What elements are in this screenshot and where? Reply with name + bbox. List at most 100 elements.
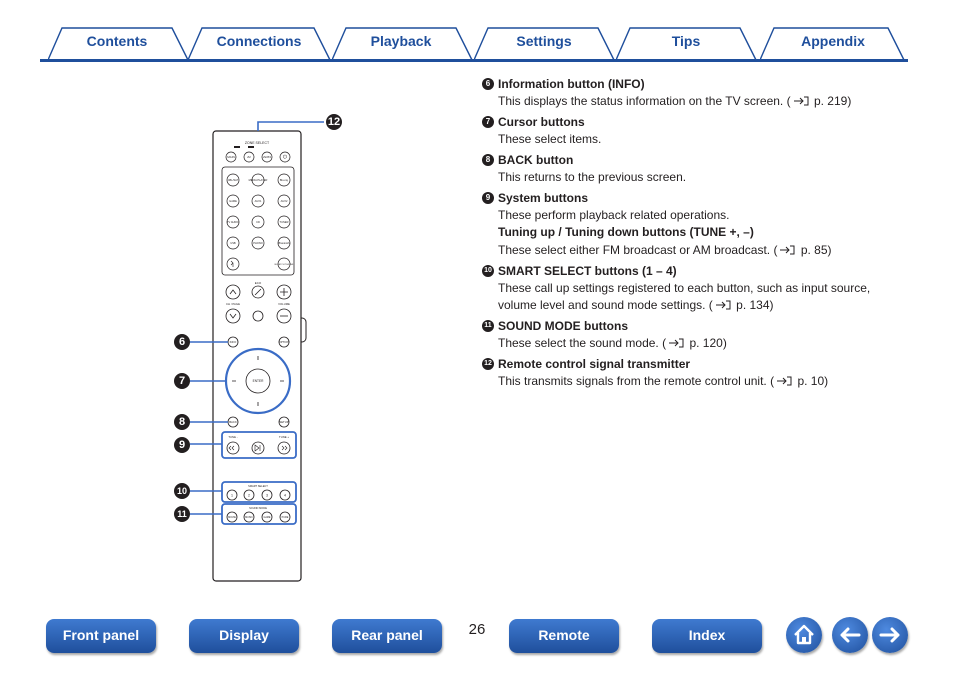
- page-ref[interactable]: p. 10): [797, 374, 829, 388]
- tab-settings[interactable]: Settings: [474, 26, 615, 61]
- remote-button[interactable]: Remote: [509, 619, 619, 653]
- tab-label: Appendix: [801, 33, 865, 49]
- page-number: 26: [468, 621, 486, 638]
- svg-text:PURE: PURE: [282, 516, 289, 519]
- svg-text:TUNER: TUNER: [280, 220, 289, 224]
- smart-select-group: [221, 481, 297, 503]
- display-button[interactable]: Display: [189, 619, 299, 653]
- home-icon: [794, 624, 814, 645]
- tune-down-button: [226, 441, 240, 455]
- item-text: This returns to the previous screen.: [498, 170, 687, 184]
- svg-text:MUSIC: MUSIC: [245, 516, 253, 519]
- svg-text:SMART SELECT: SMART SELECT: [248, 484, 268, 488]
- callout-8: 8: [174, 414, 190, 430]
- main-zone-button: [225, 151, 237, 163]
- source-buttons: CBL/SAT MEDIA PLAYER Blu-ray GAME AUX1 A…: [226, 173, 294, 271]
- svg-text:TV AUDIO: TV AUDIO: [227, 220, 239, 224]
- tab-contents[interactable]: Contents: [48, 26, 189, 61]
- item-number: 7: [482, 116, 494, 128]
- svg-text:1: 1: [231, 493, 233, 497]
- back-page-button[interactable]: [832, 617, 868, 653]
- callout-6: 6: [174, 334, 190, 350]
- svg-text:GAME: GAME: [263, 516, 270, 519]
- tab-appendix[interactable]: Appendix: [760, 26, 906, 61]
- ch-page-label: CH / PAGE: [226, 302, 240, 306]
- tab-connections[interactable]: Connections: [188, 26, 331, 61]
- arrow-left-icon: [840, 627, 861, 643]
- arrow-right-icon: [879, 627, 900, 643]
- item-title: Remote control signal transmitter: [498, 357, 691, 371]
- forward-page-button[interactable]: [872, 617, 908, 653]
- ch-up-button: [225, 284, 241, 300]
- svg-text:TUNE -: TUNE -: [228, 435, 237, 439]
- setup-button: [278, 416, 290, 428]
- tab-label: Contents: [86, 33, 148, 49]
- play-pause-button: [251, 441, 265, 455]
- item-title: SOUND MODE buttons: [498, 319, 628, 333]
- item-text: These perform playback related operation…: [498, 208, 730, 222]
- volume-label: VOLUME: [278, 302, 290, 306]
- item-text: These call up settings registered to eac…: [498, 281, 871, 312]
- page-reference-icon: [669, 338, 684, 348]
- rear-panel-button[interactable]: Rear panel: [332, 619, 442, 653]
- page-reference-icon: [777, 376, 792, 386]
- callout-7: 7: [174, 373, 190, 389]
- zone2-label: Z2: [247, 155, 251, 159]
- remote-drawing: ZONE SELECT MAIN Z2 Z2/Z3 ⏻ CBL/SAT MEDI…: [190, 121, 324, 582]
- svg-text:CBL/SAT: CBL/SAT: [228, 178, 239, 182]
- svg-text:MEDIA PLAYER: MEDIA PLAYER: [249, 178, 268, 182]
- svg-text:MOVIE: MOVIE: [228, 516, 236, 519]
- index-button[interactable]: Index: [652, 619, 762, 653]
- svg-text:PHONO: PHONO: [253, 241, 263, 245]
- tab-shape: [474, 27, 615, 61]
- zone3-button: [261, 151, 273, 163]
- svg-text:Bluetooth: Bluetooth: [279, 241, 291, 245]
- enter-button: [245, 368, 271, 394]
- top-tab-bar: Contents Connections Playback Settings T…: [40, 26, 908, 62]
- page-ref[interactable]: p. 219): [813, 94, 852, 108]
- list-item: 9 System buttons These perform playback r…: [482, 190, 902, 259]
- home-button[interactable]: [786, 617, 822, 653]
- eco-label: ECO: [255, 281, 262, 285]
- tab-shape: [760, 27, 905, 61]
- tab-shape: [332, 27, 473, 61]
- svg-text:AUX1: AUX1: [255, 199, 262, 203]
- svg-text:TUNE +: TUNE +: [279, 435, 289, 439]
- svg-text:4: 4: [284, 493, 286, 497]
- zone3-label: Z2/Z3: [263, 155, 271, 159]
- page-ref[interactable]: p. 85): [800, 243, 832, 257]
- tab-playback[interactable]: Playback: [332, 26, 473, 61]
- callout-12: 12: [326, 114, 342, 130]
- svg-text:BACK: BACK: [229, 420, 237, 424]
- item-number: 11: [482, 320, 494, 332]
- item-title: System buttons: [498, 191, 589, 205]
- page-reference-icon: [780, 245, 795, 255]
- zone-select-label: ZONE SELECT: [245, 141, 270, 145]
- svg-text:2: 2: [248, 493, 250, 497]
- main-label: MAIN: [227, 155, 235, 159]
- tab-tips[interactable]: Tips: [616, 26, 757, 61]
- tab-label: Settings: [516, 33, 572, 49]
- callout-9: 9: [174, 437, 190, 453]
- page-reference-icon: [715, 300, 731, 310]
- svg-text:GAME: GAME: [229, 199, 237, 203]
- item-subtitle: Tuning up / Tuning down buttons (TUNE +,…: [498, 225, 754, 239]
- front-panel-button[interactable]: Front panel: [46, 619, 156, 653]
- item-number: 9: [482, 192, 494, 204]
- page-ref[interactable]: p. 134): [736, 298, 774, 312]
- tab-shape: [48, 27, 189, 61]
- tab-shape: [188, 27, 331, 61]
- power-button: [279, 151, 291, 163]
- page-ref[interactable]: p. 120): [689, 336, 727, 350]
- mute-button: [252, 310, 264, 322]
- zone2-button: [243, 151, 255, 163]
- callout-11: 11: [174, 506, 190, 522]
- ch-down-button: [225, 308, 241, 324]
- tab-label: Tips: [671, 33, 701, 49]
